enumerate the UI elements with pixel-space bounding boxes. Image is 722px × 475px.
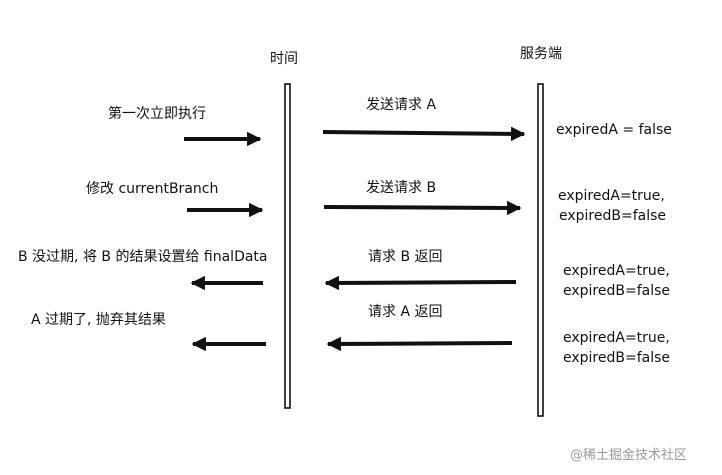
client-note-row-4: A 过期了, 抛弃其结果 [31,312,166,328]
message-label-row-2: 发送请求 B [366,180,437,196]
client-note-row-1: 第一次立即执行 [108,106,206,122]
server-state-row-1-line-1: expiredA = false [556,122,672,138]
server-state-row-2-line-1: expiredA=true, [558,188,665,204]
message-arrow-row-4 [326,336,513,352]
message-arrow-row-1 [322,126,526,142]
server-lifeline [537,83,544,417]
client-note-row-3: B 没过期, 将 B 的结果设置给 finalData [18,249,268,265]
client-note-row-2: 修改 currentBranch [86,181,219,197]
server-lane-title: 服务端 [520,46,562,62]
message-arrow-row-3 [324,275,517,291]
message-label-row-1: 发送请求 A [366,97,437,113]
server-state-row-3-line-1: expiredA=true, [563,263,670,279]
watermark: @稀土掘金技术社区 [570,448,688,463]
message-arrow-row-2 [323,200,522,216]
time-lane-title: 时间 [270,51,298,67]
message-label-row-3: 请求 B 返回 [368,249,443,265]
time-lifeline [284,83,291,409]
server-state-row-2-line-2: expiredB=false [559,208,667,224]
server-state-row-4-line-1: expiredA=true, [563,330,670,346]
message-label-row-4: 请求 A 返回 [368,304,443,320]
server-state-row-4-line-2: expiredB=false [563,350,671,366]
server-state-row-3-line-2: expiredB=false [563,283,671,299]
